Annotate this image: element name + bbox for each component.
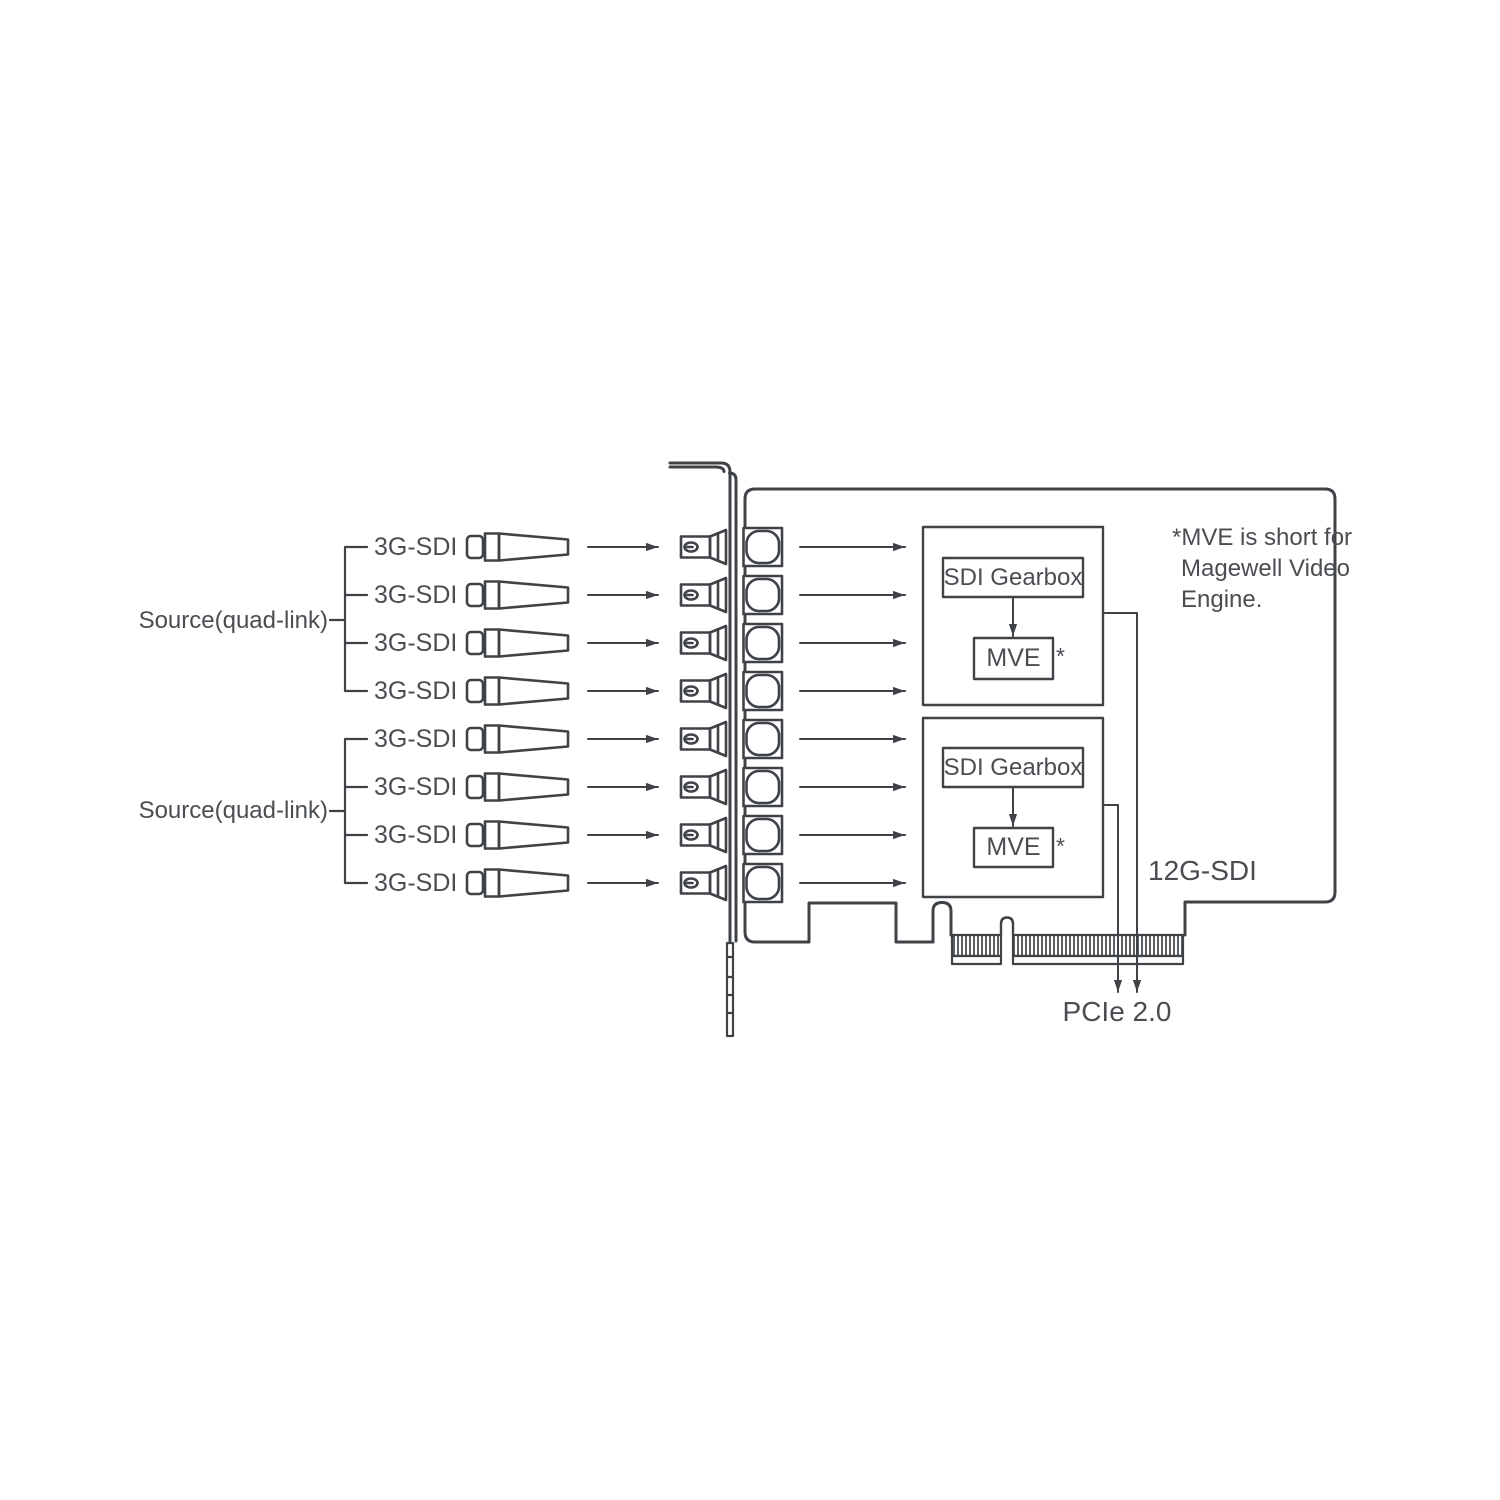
gearbox-label-1: SDI Gearbox	[943, 564, 1083, 591]
channel-label-3: 3G-SDI	[374, 629, 458, 657]
channel-label-2: 3G-SDI	[374, 581, 458, 609]
bnc-jack-icon	[679, 864, 728, 902]
block2-to-pcie-line	[1103, 804, 1123, 993]
source-label-2: Source(quad-link)	[138, 797, 328, 824]
footnote-line: Magewell Video	[1181, 555, 1350, 582]
channel-row	[465, 766, 905, 808]
footnote-line: Engine.	[1181, 586, 1263, 613]
channel-label-6: 3G-SDI	[374, 773, 458, 801]
channel-label-4: 3G-SDI	[374, 677, 458, 705]
mve-footnote-marker-1: *	[1056, 643, 1065, 669]
bnc-connector-icon	[742, 766, 784, 808]
channel-label-8: 3G-SDI	[374, 869, 458, 897]
channel-row	[465, 814, 905, 856]
pcie-output-lines	[1103, 612, 1142, 993]
source-label-1: Source(quad-link)	[138, 607, 328, 634]
pci-bracket-tail	[725, 941, 735, 1038]
channel-row	[465, 622, 905, 664]
bnc-connector-icon	[742, 526, 784, 568]
footnote-line: *MVE is short for	[1172, 524, 1353, 551]
mve-label-2: MVE	[986, 833, 1041, 861]
edge-connector-fingers-short	[950, 933, 1003, 958]
bnc-jack-icon	[679, 816, 728, 854]
bnc-connector-icon	[742, 718, 784, 760]
pcie-edge-connector	[950, 933, 1185, 966]
source-group-1-bracket	[328, 545, 369, 693]
bnc-connector-icon	[742, 622, 784, 664]
channel-rows	[465, 526, 905, 904]
channel-label-5: 3G-SDI	[374, 725, 458, 753]
bnc-cable-plug-icon	[465, 820, 570, 850]
bnc-cable-plug-icon	[465, 772, 570, 802]
pci-bracket	[668, 461, 738, 943]
bnc-jack-icon	[679, 768, 728, 806]
channel-row	[465, 862, 905, 904]
bnc-jack-icon	[679, 528, 728, 566]
channel-label-1: 3G-SDI	[374, 533, 458, 561]
bnc-cable-plug-icon	[465, 868, 570, 898]
bnc-connector-icon	[742, 670, 784, 712]
channel-row	[465, 718, 905, 760]
bnc-cable-plug-icon	[465, 532, 570, 562]
channel-label-7: 3G-SDI	[374, 821, 458, 849]
bnc-connector-icon	[742, 814, 784, 856]
mve-label-1: MVE	[986, 644, 1041, 672]
source-group-2-bracket	[328, 737, 369, 885]
mve-box	[972, 636, 1055, 681]
bus-label-pcie: PCIe 2.0	[1062, 996, 1172, 1027]
mve-footnote: *MVE is short for Magewell Video Engine.	[1172, 522, 1352, 615]
bnc-cable-plug-icon	[465, 676, 570, 706]
block1-to-pcie-line	[1103, 612, 1142, 993]
bnc-cable-plug-icon	[465, 580, 570, 610]
output-label-12g-sdi: 12G-SDI	[1148, 855, 1257, 886]
bnc-connector-icon	[742, 862, 784, 904]
bnc-jack-icon	[679, 720, 728, 758]
channel-row	[465, 670, 905, 712]
channel-row	[465, 526, 905, 568]
processing-block-2	[921, 716, 1105, 899]
bnc-cable-plug-icon	[465, 724, 570, 754]
processing-block-1	[921, 525, 1105, 707]
channel-row	[465, 574, 905, 616]
gearbox-label-2: SDI Gearbox	[943, 754, 1083, 781]
edge-connector-fingers-long	[1011, 933, 1185, 958]
bnc-jack-icon	[679, 624, 728, 662]
bnc-cable-plug-icon	[465, 628, 570, 658]
bnc-jack-icon	[679, 576, 728, 614]
edge-connector-key-notch	[999, 916, 1015, 937]
mve-footnote-marker-2: *	[1056, 833, 1065, 859]
bnc-connector-icon	[742, 574, 784, 616]
mve-box	[972, 826, 1055, 869]
bnc-jack-icon	[679, 672, 728, 710]
pcie-card-outline	[743, 487, 1337, 944]
